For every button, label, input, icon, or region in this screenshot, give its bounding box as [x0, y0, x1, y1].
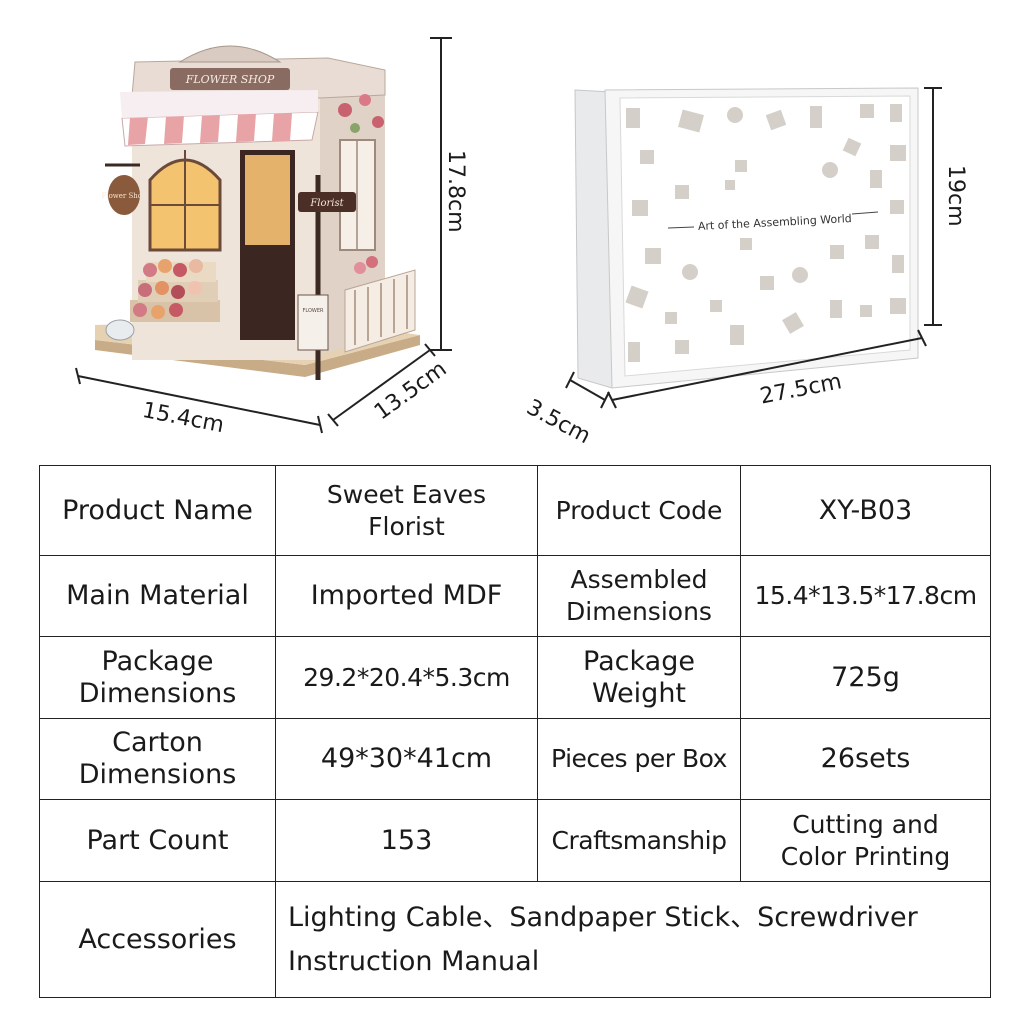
florist-sign-text: Florist: [309, 198, 344, 209]
awning: [120, 90, 319, 147]
table-row: Carton Dimensions 49*30*41cm Pieces per …: [39, 718, 991, 800]
value-assembled-dimensions: 15.4*13.5*17.8cm: [740, 555, 991, 637]
accessories-line-2: Instruction Manual: [288, 945, 540, 977]
table-row: Part Count 153 Craftsmanship Cutting and…: [39, 799, 991, 882]
specs-table: Product Name Sweet Eaves Florist Product…: [39, 465, 991, 998]
value-product-code: XY-B03: [740, 465, 991, 556]
table-row: Main Material Imported MDF Assembled Dim…: [39, 555, 991, 637]
table-row: Package Dimensions 29.2*20.4*5.3cm Packa…: [39, 636, 991, 719]
value-accessories: Lighting Cable、Sandpaper Stick、Screwdriv…: [275, 881, 991, 998]
board-sign-text: FLOWER: [303, 308, 325, 314]
value-craftsmanship: Cutting and Color Printing: [740, 799, 991, 882]
value-package-weight: 725g: [740, 636, 991, 719]
product-figure: FLOWER SHOP: [0, 0, 1024, 450]
label-package-weight: Package Weight: [537, 636, 741, 719]
hanging-sign-text: Flower Shop: [101, 192, 147, 200]
box-dimension-lines: [565, 87, 942, 409]
label-craftsmanship: Craftsmanship: [537, 799, 741, 882]
table-row: Accessories Lighting Cable、Sandpaper Sti…: [39, 881, 991, 998]
packaging-box-image: Art of the Assembling World: [574, 87, 919, 389]
shop-height-label: 17.8cm: [443, 150, 468, 233]
label-assembled-dimensions: Assembled Dimensions: [537, 555, 741, 637]
shop-dimension-lines: [75, 37, 452, 434]
product-illustration: FLOWER SHOP: [75, 37, 942, 434]
label-accessories: Accessories: [39, 881, 276, 998]
label-product-name: Product Name: [39, 465, 276, 556]
value-main-material: Imported MDF: [275, 555, 538, 637]
miniature-shop-image: FLOWER SHOP: [95, 45, 420, 380]
label-part-count: Part Count: [39, 799, 276, 882]
value-product-name: Sweet Eaves Florist: [275, 465, 538, 556]
value-package-dimensions: 29.2*20.4*5.3cm: [275, 636, 538, 719]
value-part-count: 153: [275, 799, 538, 882]
accessories-line-1: Lighting Cable、Sandpaper Stick、Screwdriv…: [288, 901, 918, 933]
label-product-code: Product Code: [537, 465, 741, 556]
label-package-dimensions: Package Dimensions: [39, 636, 276, 719]
value-carton-dimensions: 49*30*41cm: [275, 718, 538, 800]
label-main-material: Main Material: [39, 555, 276, 637]
label-pieces-per-box: Pieces per Box: [537, 718, 741, 800]
table-row: Product Name Sweet Eaves Florist Product…: [39, 465, 991, 556]
label-carton-dimensions: Carton Dimensions: [39, 718, 276, 800]
flower-stand: [130, 259, 220, 322]
value-pieces-per-box: 26sets: [740, 718, 991, 800]
box-height-label: 19cm: [943, 165, 968, 227]
shop-sign-text: FLOWER SHOP: [185, 73, 275, 86]
